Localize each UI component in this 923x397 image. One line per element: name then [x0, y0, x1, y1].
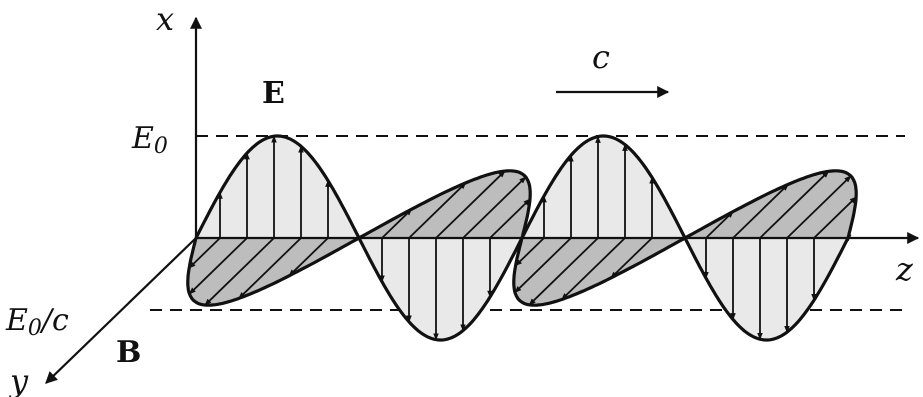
- e-field-label: E: [262, 76, 285, 111]
- b-vector-arrow: [489, 198, 531, 239]
- e-amplitude-label: E0: [131, 121, 168, 159]
- b-vector-arrow: [786, 175, 852, 239]
- b-vector-arrow: [813, 196, 857, 239]
- b-vector-arrow: [528, 237, 599, 306]
- b-wave-outline: [186, 169, 858, 307]
- b-vector-arrow: [238, 237, 302, 300]
- y-axis: [45, 237, 197, 384]
- b-vector-arrow: [514, 237, 572, 294]
- y-axis-label: y: [8, 362, 29, 397]
- b-vector-arrow: [188, 237, 248, 295]
- speed-label: c: [592, 38, 610, 76]
- x-axis-label: x: [156, 0, 174, 38]
- z-axis-label: z: [895, 250, 914, 288]
- b-field-label: B: [116, 335, 141, 370]
- b-vector-arrow: [759, 170, 830, 239]
- b-vector-arrow: [435, 170, 506, 239]
- b-vector-arrow: [732, 183, 789, 239]
- b-vector-arrow: [705, 210, 734, 239]
- b-vector-arrow: [188, 237, 221, 269]
- b-vector-arrow: [381, 208, 413, 239]
- b-vector-arrow: [204, 237, 275, 306]
- b-vector-arrow: [514, 237, 545, 267]
- b-vector-arrow: [288, 237, 329, 277]
- b-vector-arrow: [610, 237, 653, 279]
- b-vector-arrow: [462, 176, 527, 239]
- b-vector-arrow: [561, 237, 626, 301]
- b-amplitude-label: E0/c: [5, 303, 69, 341]
- b-vector-arrow: [408, 182, 467, 239]
